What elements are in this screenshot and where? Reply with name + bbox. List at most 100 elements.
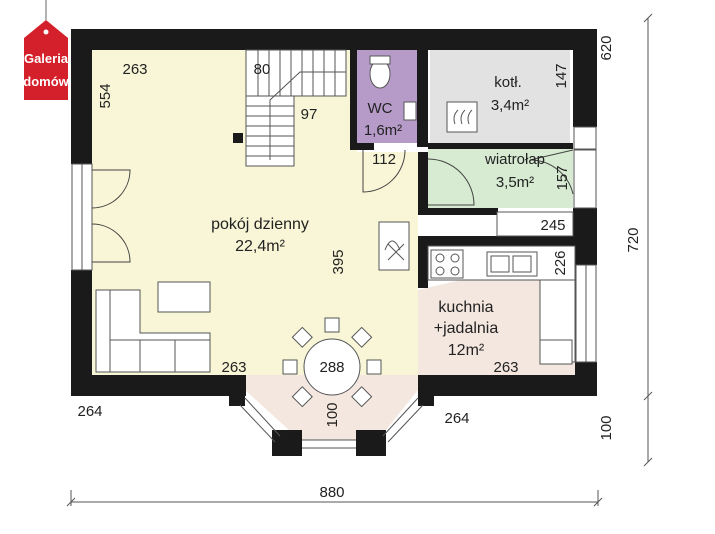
wall-top: [71, 29, 597, 50]
fireplace: [378, 221, 410, 271]
burner-3: [435, 266, 445, 276]
burner-2: [450, 253, 460, 263]
dim-80: 80: [254, 61, 271, 78]
bay-corner-left: [272, 430, 302, 456]
wall-wc-bottom: [350, 143, 374, 150]
dim-263-living: 263: [221, 359, 246, 376]
dim-100-right: 100: [598, 415, 615, 440]
wall-right-low: [575, 362, 597, 396]
stair-flight-upper: [245, 49, 347, 97]
sink-bowl-1: [490, 255, 510, 273]
wall-kitchen-top: [418, 236, 578, 246]
patio-door-upper: [91, 169, 131, 209]
dining-chairs: [282, 317, 382, 408]
patio-door-lower: [91, 223, 131, 263]
living-room-area: 22,4m²: [235, 238, 285, 255]
kitchen-name-2: +jadalnia: [434, 320, 499, 337]
burner-1: [435, 253, 445, 263]
vestibule-area: 3,5m²: [496, 174, 534, 191]
bay-pier-left: [229, 388, 245, 406]
chimney-right: [590, 100, 597, 120]
doors: [91, 149, 574, 263]
dim-263-top: 263: [122, 61, 147, 78]
wc-name: WC: [368, 100, 393, 117]
staircase: [245, 49, 347, 167]
dim-720: 720: [625, 227, 642, 252]
bay-window-frame-left: [244, 397, 281, 437]
wall-kitchen-left: [418, 236, 428, 288]
dim-147: 147: [553, 63, 570, 88]
room-labels: pokój dzienny 22,4m² WC 1,6m² kotł. 3,4m…: [211, 74, 545, 359]
fridge-icon: [539, 339, 573, 365]
dim-157: 157: [554, 165, 571, 190]
dining-chair: [366, 359, 382, 375]
logo-tag-hole: [43, 29, 49, 35]
dim-112: 112: [372, 151, 396, 168]
vestibule-floor: [428, 149, 573, 208]
sink-bowl-2: [512, 255, 532, 273]
wall-left-lower: [71, 270, 92, 395]
vestibule-name: wiatrołap: [484, 151, 545, 168]
wc-door-swing: [362, 149, 406, 193]
dim-tick-720-mid: [643, 391, 653, 401]
dining-bay-floor: [245, 375, 418, 440]
dim-263-kitchen: 263: [493, 359, 518, 376]
vestibule-door-swing: [427, 158, 475, 206]
wc-area: 1,6m²: [364, 122, 402, 139]
stair-arrow: [269, 71, 346, 160]
dimension-labels: 263 554 80 97 112 147 620 157 245 395 22…: [77, 35, 642, 501]
logo-text-line1: Galeria: [24, 51, 69, 66]
boiler-heat-symbol: [453, 109, 473, 125]
living-room-name: pokój dzienny: [211, 216, 309, 233]
dining-chair: [291, 326, 313, 348]
wall-left-upper: [71, 29, 92, 164]
furniture: [95, 55, 576, 408]
walls: [71, 29, 597, 456]
window-right-vest: [573, 149, 597, 209]
dining-chair: [351, 386, 373, 408]
bay-window-frame-right-2: [387, 404, 424, 443]
boiler-room-area: 3,4m²: [491, 97, 529, 114]
wall-vest-bottom: [418, 208, 498, 215]
wall-vest-left: [418, 152, 428, 215]
wc-sink-icon: [403, 101, 417, 121]
bay-corner-right: [356, 430, 386, 456]
dim-tick-720-top: [643, 13, 653, 23]
wall-wc-right: [417, 29, 428, 147]
wall-boiler-bottom: [428, 143, 573, 149]
sofa: [95, 289, 211, 373]
kitchen-name: kuchnia: [438, 299, 493, 316]
logo-tag-shape: [24, 20, 68, 100]
fireplace-flame-icon: [384, 240, 405, 261]
bay-window-frame-left-2: [239, 404, 276, 443]
dining-chair: [282, 359, 298, 375]
dim-554: 554: [97, 83, 114, 108]
coffee-table: [157, 281, 211, 313]
dim-97: 97: [301, 106, 318, 123]
kitchen-area: 12m²: [448, 342, 485, 359]
logo: Galeria domów: [23, 0, 82, 104]
wall-bottom-left: [71, 375, 246, 396]
burner-4: [450, 266, 460, 276]
windows: [71, 126, 597, 363]
dim-264-left: 264: [77, 403, 102, 420]
boiler-room-name: kotł.: [494, 74, 522, 91]
logo-text-line2: domów: [24, 74, 70, 89]
dim-100-bay: 100: [324, 402, 341, 427]
dim-tick-720-bottom: [643, 457, 653, 467]
chimney: [233, 133, 243, 143]
dim-288: 288: [319, 359, 344, 376]
dim-226: 226: [552, 250, 569, 275]
dim-264-right: 264: [444, 410, 469, 427]
entrance-door-swing: [529, 149, 574, 195]
bay-window: [239, 397, 424, 449]
bay-pier-right: [418, 388, 434, 406]
dining-chair: [324, 317, 340, 333]
window-right-boiler: [573, 126, 597, 150]
logo-badge: Galeria domów: [23, 0, 70, 100]
wall-bottom-right: [418, 375, 597, 396]
wardrobe: [496, 211, 574, 237]
dining-table: [303, 338, 361, 396]
boiler-icon: [446, 101, 478, 133]
